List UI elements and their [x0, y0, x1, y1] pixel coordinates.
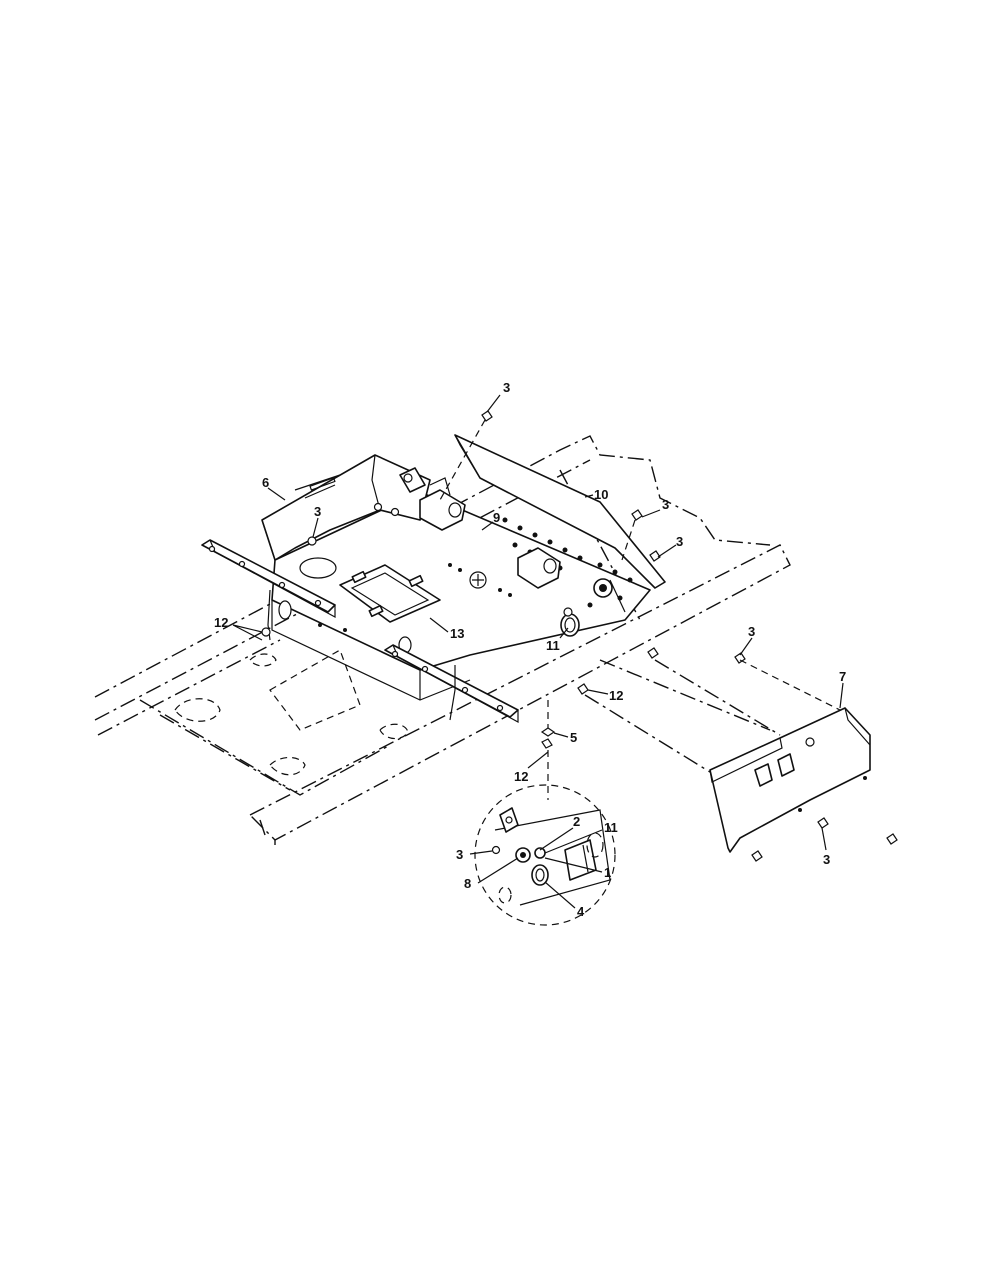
- callout-8: 8: [464, 876, 471, 891]
- callout-12-mid: 12: [609, 688, 623, 703]
- callout-3-right-lower: 3: [676, 534, 683, 549]
- front-shield-7: [709, 707, 871, 853]
- access-cover-13: [339, 564, 441, 623]
- callout-12-low: 12: [514, 769, 528, 784]
- callout-11-detail: 11: [604, 820, 618, 835]
- callout-7: 7: [839, 669, 846, 684]
- callout-11-mid: 11: [546, 638, 560, 653]
- callout-12-left: 12: [214, 615, 228, 630]
- frame-phantom: [94, 435, 791, 845]
- callout-9: 9: [493, 510, 500, 525]
- callout-5: 5: [570, 730, 577, 745]
- control-panel-10: [454, 434, 666, 589]
- callout-3-detail: 3: [456, 847, 463, 862]
- rear-shroud-6: [261, 454, 431, 561]
- callout-10: 10: [594, 487, 608, 502]
- leader-lines: [232, 394, 844, 909]
- side-rail-right: [384, 644, 519, 724]
- callout-4: 4: [577, 904, 585, 919]
- callout-3-right-upper: 3: [662, 497, 669, 512]
- callout-3-left: 3: [314, 504, 321, 519]
- callout-3-top: 3: [503, 380, 510, 395]
- hinge-brackets: [399, 467, 561, 589]
- callout-1: 1: [604, 865, 611, 880]
- callout-3-bottom: 3: [823, 852, 830, 867]
- callout-labels: 3 6 3 10 3 3 9 12 13 11 3 7 12 5 12 2 11…: [214, 380, 846, 919]
- callout-3-far-right: 3: [748, 624, 755, 639]
- callout-6: 6: [262, 475, 269, 490]
- callout-13: 13: [450, 626, 464, 641]
- ignition-switch-area: [560, 578, 626, 637]
- detail-view-circle: [474, 784, 616, 926]
- side-rail-left: [201, 539, 336, 641]
- callout-2: 2: [573, 814, 580, 829]
